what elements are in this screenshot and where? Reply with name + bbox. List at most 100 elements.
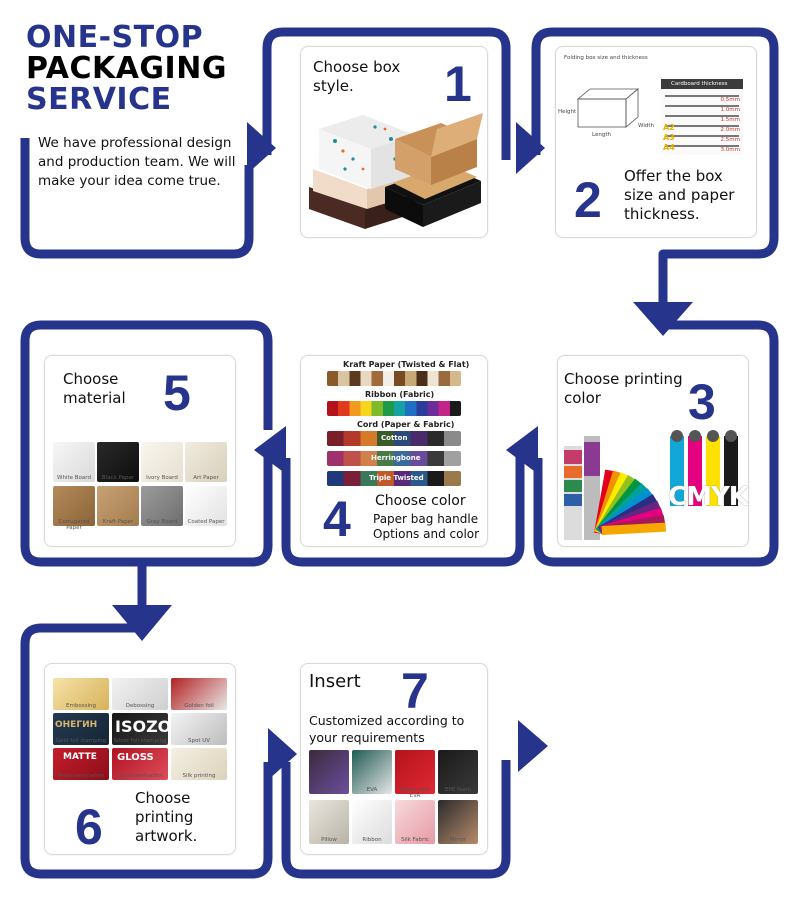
thickness-row-label: 1.0mm <box>720 107 740 113</box>
material-thumb <box>141 486 183 526</box>
cotton-label: Cotton <box>381 434 408 442</box>
box-dimension-diagram <box>576 88 640 128</box>
flow-path-3 <box>533 320 779 567</box>
step-2-panel: Folding box size and thickness Height Le… <box>555 46 757 238</box>
pantone-fan-image <box>564 436 666 540</box>
arrow-5-to-6 <box>112 605 172 641</box>
step-1-panel: Choose box style. 1 <box>300 46 488 238</box>
finish-thumb <box>112 713 168 745</box>
flow-path-6 <box>20 623 273 879</box>
finish-thumb <box>112 748 168 780</box>
thickness-row-label: 0.5mm <box>720 97 740 103</box>
step-5-caption: Choose material <box>63 370 126 407</box>
step-6-caption: Choose printing artwork. <box>135 789 198 845</box>
arrow-4-to-5 <box>254 426 286 474</box>
herringbone-label: Herringbone <box>371 454 421 462</box>
arrow-1-to-2 <box>516 122 545 174</box>
triple-twisted-swatch: Triple Twisted <box>327 471 461 486</box>
intro-text: We have professional design and producti… <box>38 135 236 189</box>
material-thumb <box>141 442 183 482</box>
flow-path-2 <box>531 27 779 305</box>
finish-thumb <box>171 713 227 745</box>
insert-label: Velvet with EVA <box>399 787 431 799</box>
material-label: Coated Paper <box>187 519 225 525</box>
step-5-panel: Choose material 5 White Board Black Paper… <box>44 355 236 547</box>
flow-path-intro <box>20 138 254 259</box>
step-1-number: 1 <box>444 56 472 112</box>
insert-label: Pillow <box>321 837 337 843</box>
format-mark: A3 <box>663 133 675 142</box>
material-label: Ivory Board <box>146 475 178 481</box>
insert-label: Sponge <box>318 787 340 793</box>
material-thumb <box>97 486 139 526</box>
finish-label: Golden foil <box>184 703 214 709</box>
box-styles-image <box>309 113 483 229</box>
finish-thumb <box>171 748 227 780</box>
finish-label: Silver foil stamping <box>113 738 167 744</box>
page-title: ONE-STOP PACKAGING SERVICE <box>26 22 227 115</box>
title-line-3: SERVICE <box>26 82 172 117</box>
finish-label: Spot UV <box>187 738 211 744</box>
insert-label: Ribbon <box>362 837 382 843</box>
material-label: Art Paper <box>193 475 219 481</box>
triple-twisted-label: Triple Twisted <box>369 474 424 482</box>
flow-path-1 <box>262 27 511 160</box>
finish-label: Debossing <box>125 703 155 709</box>
thickness-row <box>665 105 739 107</box>
title-line-1: ONE-STOP <box>26 20 204 55</box>
arrow-6-to-7 <box>268 728 297 780</box>
title-line-2: PACKAGING <box>26 51 227 86</box>
step-1-caption: Choose box style. <box>313 58 401 95</box>
fan-swatch <box>601 522 666 535</box>
step-7-panel: Insert 7 Customized according to your re… <box>300 663 488 855</box>
thickness-chart-title: Cardboard thickness <box>671 81 728 87</box>
material-label: White Board <box>57 475 91 481</box>
ribbon-label: Ribbon (Fabric) <box>365 390 435 399</box>
step-6-number: 6 <box>75 799 103 855</box>
finish-thumb <box>53 748 109 780</box>
insert-thumb <box>438 800 478 844</box>
thickness-row <box>665 115 739 117</box>
finish-sample-text: ISOZO <box>115 717 172 736</box>
thickness-row-label: 1.5mm <box>720 117 740 123</box>
kraft-swatch <box>327 371 461 386</box>
finish-thumb <box>53 713 109 745</box>
finish-label: Gloss lamination <box>117 773 163 779</box>
thickness-row <box>665 135 739 137</box>
step-7-caption-title: Insert <box>309 671 361 692</box>
step-7-number: 7 <box>401 663 429 719</box>
thickness-row <box>665 95 739 97</box>
flow-path-4 <box>281 453 525 567</box>
finish-label: Silk printing <box>182 773 216 779</box>
insert-label: Mirror <box>449 837 467 843</box>
thickness-row-label: 2.0mm <box>720 127 740 133</box>
material-label: Gray Board <box>146 519 178 525</box>
thickness-row-label: 2.5mm <box>720 137 740 143</box>
material-thumb <box>53 442 95 482</box>
step-2-caption: Offer the box size and paper thickness. <box>624 167 735 223</box>
material-label: Corrugated Paper <box>58 519 90 531</box>
flow-path-7 <box>281 760 511 879</box>
kraft-label: Kraft Paper (Twisted & Flat) <box>343 360 470 369</box>
insert-thumb <box>438 750 478 794</box>
step-5-number: 5 <box>163 365 191 421</box>
insert-thumb <box>395 800 435 844</box>
material-label: Black Paper <box>101 475 135 481</box>
insert-thumb <box>309 750 349 794</box>
insert-thumb <box>352 800 392 844</box>
finish-sample-text: OHEГИН <box>55 720 98 730</box>
material-thumb <box>185 442 227 482</box>
cord-label: Cord (Paper & Fabric) <box>357 420 455 429</box>
ribbon-swatch <box>327 401 461 416</box>
material-thumb <box>53 486 95 526</box>
thickness-row <box>665 145 739 147</box>
dim-length-label: Length <box>592 132 611 138</box>
step-3-panel: Choose printing color 3 CMYK <box>557 355 749 547</box>
finish-thumb <box>53 678 109 710</box>
insert-label: EVA <box>366 787 378 793</box>
herringbone-swatch: Herringbone <box>327 451 461 466</box>
arrow-7-out <box>518 720 548 772</box>
step-4-number: 4 <box>323 491 351 547</box>
